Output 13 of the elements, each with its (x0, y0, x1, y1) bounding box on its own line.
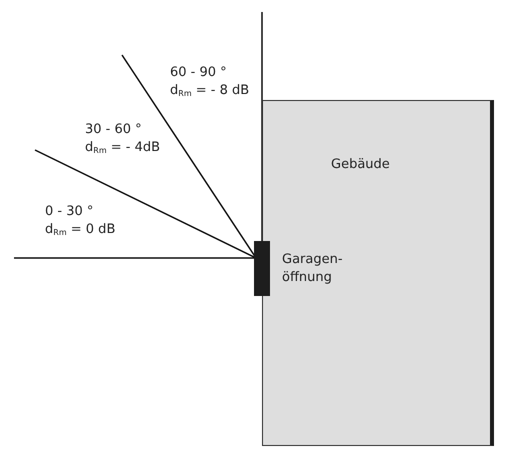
angle-range-label: 0 - 30 ° (45, 203, 94, 221)
boundary-line (34, 149, 256, 259)
attenuation-label: d$_{Rm}$ = 0 dB (45, 221, 116, 239)
boundary-line (261, 12, 263, 241)
angle-range-label: 60 - 90 ° (170, 64, 227, 82)
angle-range-label: 30 - 60 ° (85, 121, 142, 139)
building-box (262, 100, 494, 446)
garage-opening-bar (254, 241, 270, 296)
boundary-line (14, 257, 256, 259)
garage-opening-label: Garagen- öffnung (282, 251, 344, 287)
building-label: Gebäude (331, 156, 390, 174)
attenuation-label: d$_{Rm}$ = - 4dB (85, 139, 160, 157)
attenuation-label: d$_{Rm}$ = - 8 dB (170, 82, 250, 100)
